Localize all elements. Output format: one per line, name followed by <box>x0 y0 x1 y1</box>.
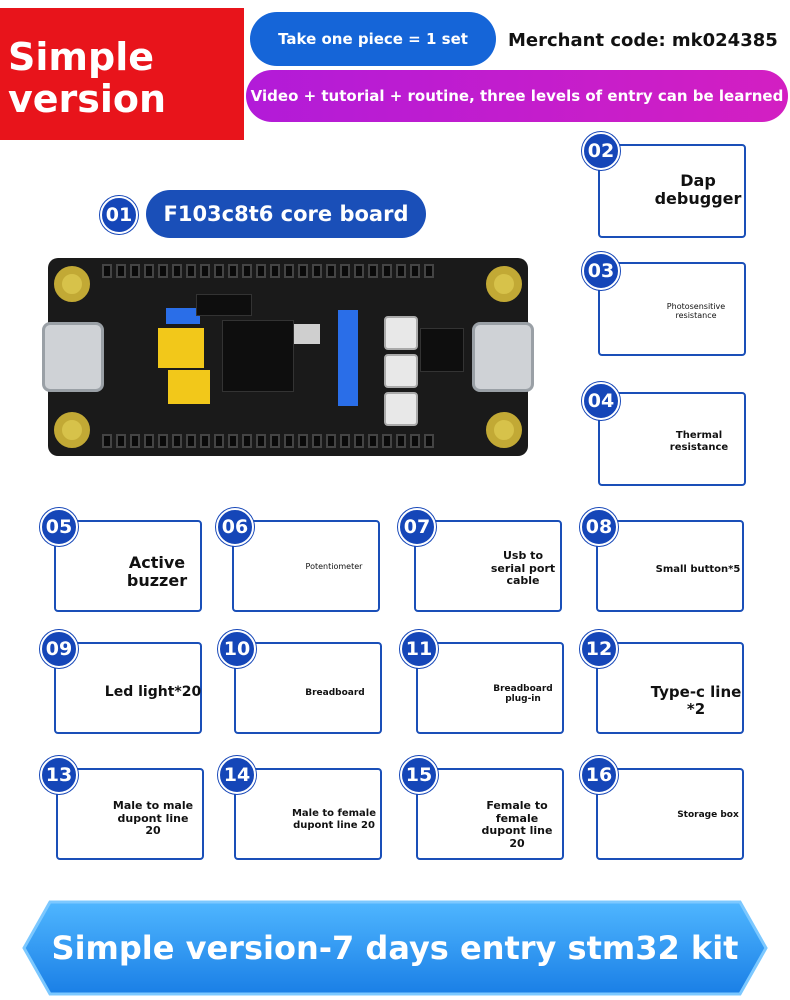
item-card-08 <box>596 520 744 612</box>
key-button-image <box>384 354 418 388</box>
item-label-03: Photosensitive resistance <box>666 302 726 321</box>
mount-hole <box>486 266 522 302</box>
item-card-07 <box>414 520 562 612</box>
badge-line-2: version <box>8 77 167 121</box>
item-number-16: 16 <box>580 756 618 794</box>
item-card-13 <box>56 768 204 860</box>
item-number-14: 14 <box>218 756 256 794</box>
item-label-16: Storage box <box>677 810 739 820</box>
item-number-07: 07 <box>398 508 436 546</box>
usb-chip <box>420 328 464 372</box>
blue-jumper <box>166 308 200 324</box>
item-label-04: Thermal resistance <box>669 430 729 453</box>
item-number-04: 04 <box>582 382 620 420</box>
usb-c-port-right <box>472 322 534 392</box>
item-card-06 <box>232 520 380 612</box>
item-number-13: 13 <box>40 756 78 794</box>
item-number-03: 03 <box>582 252 620 290</box>
mount-hole <box>54 266 90 302</box>
video-tutorial-pill: Video + tutorial + routine, three levels… <box>246 70 788 122</box>
item-card-16 <box>596 768 744 860</box>
item-card-03 <box>598 262 746 356</box>
item-label-12: Type-c line *2 <box>650 683 742 719</box>
usb-c-port-left <box>42 322 104 392</box>
pin-header-bottom <box>102 434 434 448</box>
item-card-14 <box>234 768 382 860</box>
item-label-06: Potentiometer <box>305 562 363 571</box>
item-label-13: Male to male dupont line 20 <box>112 799 194 838</box>
small-chip <box>196 294 252 316</box>
item-number-06: 06 <box>216 508 254 546</box>
item-card-05 <box>54 520 202 612</box>
footer-banner: Simple version-7 days entry stm32 kit <box>22 900 768 996</box>
item-label-02: Dap debugger <box>654 171 742 209</box>
item-label-09: Led light*20 <box>104 684 202 700</box>
item-card-04 <box>598 392 746 486</box>
item-number-11: 11 <box>400 630 438 668</box>
footer-banner-text: Simple version-7 days entry stm32 kit <box>51 929 739 967</box>
swd-header <box>338 310 358 406</box>
jumper-block <box>158 328 204 368</box>
item-number-15: 15 <box>400 756 438 794</box>
item-label-11: Breadboard plug-in <box>493 684 553 705</box>
banner-arrow-shape <box>22 900 768 996</box>
item-label-07: Usb to serial port cable <box>490 549 556 588</box>
core-board-image <box>42 258 534 456</box>
core-board-title: F103c8t6 core board <box>146 190 426 238</box>
item-card-10 <box>234 642 382 734</box>
item-label-15: Female to female dupont line 20 <box>481 799 553 850</box>
mcu-chip <box>222 320 294 392</box>
item-number-01: 01 <box>100 196 138 234</box>
reset-button-image <box>384 316 418 350</box>
item-label-08: Small button*5 <box>655 564 741 575</box>
item-card-09 <box>54 642 202 734</box>
item-number-10: 10 <box>218 630 256 668</box>
item-label-05: Active buzzer <box>126 553 188 591</box>
item-number-12: 12 <box>580 630 618 668</box>
item-number-08: 08 <box>580 508 618 546</box>
pin-header-top <box>102 264 434 278</box>
item-card-02 <box>598 144 746 238</box>
simple-version-badge: Simple version <box>0 8 244 140</box>
merchant-code: Merchant code: mk024385 <box>508 30 778 51</box>
item-card-15 <box>416 768 564 860</box>
item-number-09: 09 <box>40 630 78 668</box>
mount-hole <box>486 412 522 448</box>
item-label-10: Breadboard <box>305 688 365 698</box>
jumper-block <box>168 370 210 404</box>
badge-line-1: Simple <box>8 35 154 79</box>
key-button-image <box>384 392 418 426</box>
mount-hole <box>54 412 90 448</box>
crystal <box>294 324 320 344</box>
item-label-14: Male to female dupont line 20 <box>291 808 377 831</box>
item-number-02: 02 <box>582 132 620 170</box>
set-pill: Take one piece = 1 set <box>250 12 496 66</box>
item-card-11 <box>416 642 564 734</box>
item-number-05: 05 <box>40 508 78 546</box>
item-card-12 <box>596 642 744 734</box>
